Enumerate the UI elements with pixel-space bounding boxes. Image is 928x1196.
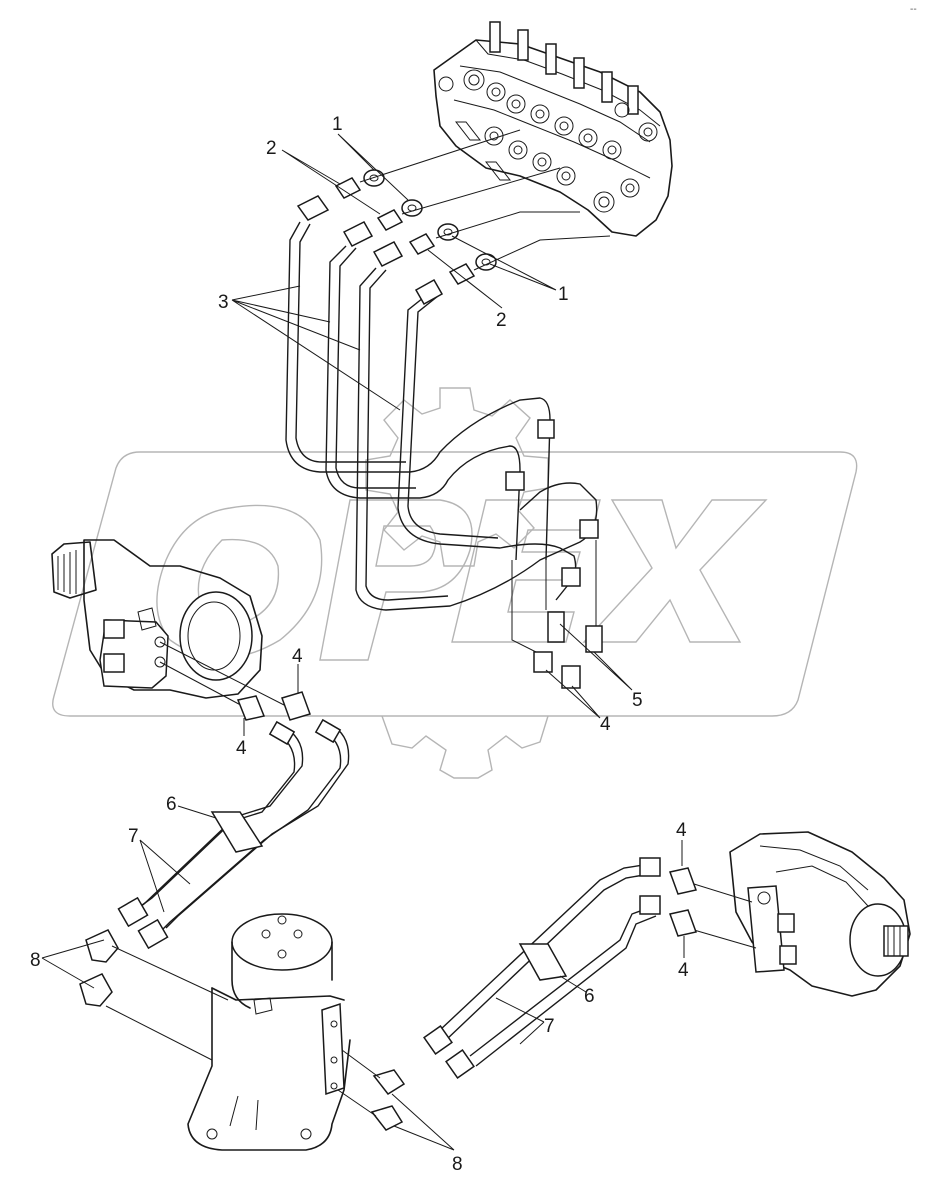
callout-3: 3 bbox=[218, 292, 229, 313]
callout-6-left: 6 bbox=[166, 794, 177, 815]
steel-tubes bbox=[285, 221, 598, 611]
callout-8-left: 8 bbox=[30, 950, 41, 971]
hoses-left-run bbox=[117, 718, 350, 950]
callout-8-right: 8 bbox=[452, 1154, 463, 1175]
callout-1-top: 1 bbox=[332, 114, 343, 135]
adapters-4-lower bbox=[533, 651, 581, 689]
control-valve-block bbox=[433, 21, 673, 237]
adapter-valve-leaders bbox=[359, 129, 611, 271]
valve-spools bbox=[489, 21, 639, 115]
callout-4-motor-right: 4 bbox=[292, 646, 303, 667]
callout-leaders bbox=[41, 133, 685, 1151]
callout-5: 5 bbox=[632, 690, 643, 711]
corner-mark: -- bbox=[910, 4, 917, 15]
valve-ports bbox=[438, 69, 658, 213]
callout-4-pump-top: 4 bbox=[676, 820, 687, 841]
straight-adapters bbox=[334, 177, 476, 285]
callout-2-right: 2 bbox=[496, 310, 507, 331]
swivel-housing bbox=[187, 913, 351, 1151]
callout-4-bulkhead: 4 bbox=[600, 714, 611, 735]
callout-4-motor-left: 4 bbox=[236, 738, 247, 759]
tube-nuts bbox=[296, 195, 599, 587]
hydraulic-motor-left bbox=[51, 539, 287, 711]
callout-7-left: 7 bbox=[128, 826, 139, 847]
hydraulic-pump-right bbox=[693, 831, 911, 997]
elbow-fittings-8-left bbox=[79, 929, 229, 1061]
callout-7-right: 7 bbox=[544, 1016, 555, 1037]
callout-labels: 1 2 1 2 3 4 4 5 4 6 7 8 4 4 6 7 8 bbox=[30, 114, 689, 1175]
pump-adapters-4 bbox=[669, 867, 697, 937]
callout-6-right: 6 bbox=[584, 986, 595, 1007]
callout-2-top: 2 bbox=[266, 138, 277, 159]
watermark bbox=[52, 387, 858, 779]
elbow-fittings-8-right bbox=[337, 1049, 406, 1131]
callout-4-pump-bottom: 4 bbox=[678, 960, 689, 981]
motor-left-adapters-4 bbox=[236, 691, 311, 721]
hoses-right-run bbox=[423, 857, 661, 1079]
callout-1-right: 1 bbox=[558, 284, 569, 305]
